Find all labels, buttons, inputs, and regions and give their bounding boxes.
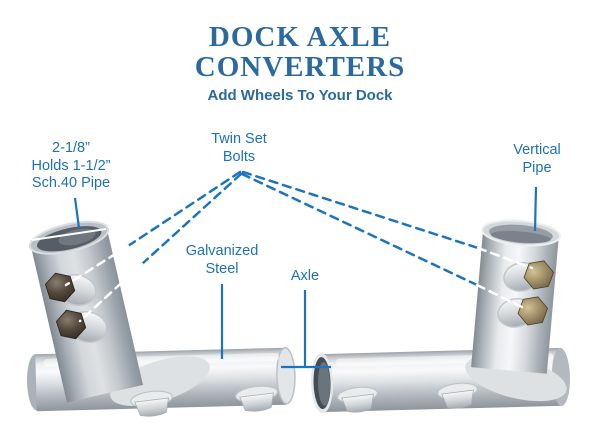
pipe-size-pointer-line — [73, 197, 81, 229]
right-vertical-pipe — [471, 219, 561, 374]
left-bottom-bolt-1 — [130, 390, 173, 417]
page-title: DOCK AXLE CONVERTERS — [195, 22, 405, 82]
label-twin-set-bolts: Twin Set Bolts — [211, 131, 267, 166]
twin-set-bolt-left-upper — [44, 272, 97, 306]
galvanized-steel-line-2: Steel — [205, 260, 239, 277]
title-line-2: CONVERTERS — [194, 51, 406, 83]
twin-bolts-dashed-overlay-right-1 — [476, 246, 534, 270]
twin-bolts-dashed-line-right-2 — [240, 172, 479, 287]
axle-line-1: Axle — [290, 268, 320, 284]
twin-bolts-dashed-line-left-2 — [140, 172, 243, 266]
vertical-pipe-pointer-line — [533, 186, 538, 232]
title-line-1: DOCK AXLE — [208, 21, 392, 53]
vertical-pipe-line-1: Vertical — [513, 142, 561, 158]
twin-set-bolt-right-lower — [497, 296, 549, 328]
right-bottom-bolt-2 — [437, 382, 478, 409]
twin-bolts-dashed-line-right-1 — [241, 170, 480, 250]
twin-set-bolts-line-1: Twin Set — [211, 131, 267, 147]
pipe-size-line-3: Sch.40 Pipe — [31, 175, 111, 191]
galvanized-steel-line-1: Galvanized — [185, 243, 259, 259]
right-converter-illustration — [311, 219, 570, 414]
pointer-lines — [31, 170, 538, 369]
left-bottom-bolt-2 — [235, 385, 278, 412]
subtitle: Add Wheels To Your Dock — [207, 87, 393, 104]
vertical-pipe-line-2: Pipe — [522, 159, 552, 176]
label-galvanized-steel: Galvanized Steel — [186, 243, 259, 278]
twin-bolts-dashed-overlay-right-2 — [475, 283, 528, 311]
twin-set-bolts-line-2: Bolts — [222, 148, 256, 165]
pipe-diameter-line — [31, 228, 107, 241]
twin-set-bolt-left-lower — [55, 309, 108, 343]
right-bottom-bolt-1 — [337, 386, 378, 413]
twin-bolts-dashed-line-left-1 — [126, 170, 242, 248]
label-vertical-pipe: Vertical Pipe — [513, 142, 561, 177]
label-pipe-size: 2-1/8” Holds 1-1/2” Sch.40 Pipe — [32, 140, 111, 193]
right-horizontal-pipe — [311, 347, 570, 414]
label-axle: Axle — [291, 268, 319, 286]
pipe-size-line-2: Holds 1-1/2” — [31, 157, 111, 174]
axle-pointer-line — [281, 290, 331, 369]
twin-bolts-dashed-overlay-left-2 — [78, 262, 144, 323]
left-weld-fillet — [110, 356, 210, 406]
twin-bolts-dashed-overlay-left-1 — [64, 244, 130, 287]
pipe-size-line-1: 2-1/8” — [52, 140, 90, 156]
